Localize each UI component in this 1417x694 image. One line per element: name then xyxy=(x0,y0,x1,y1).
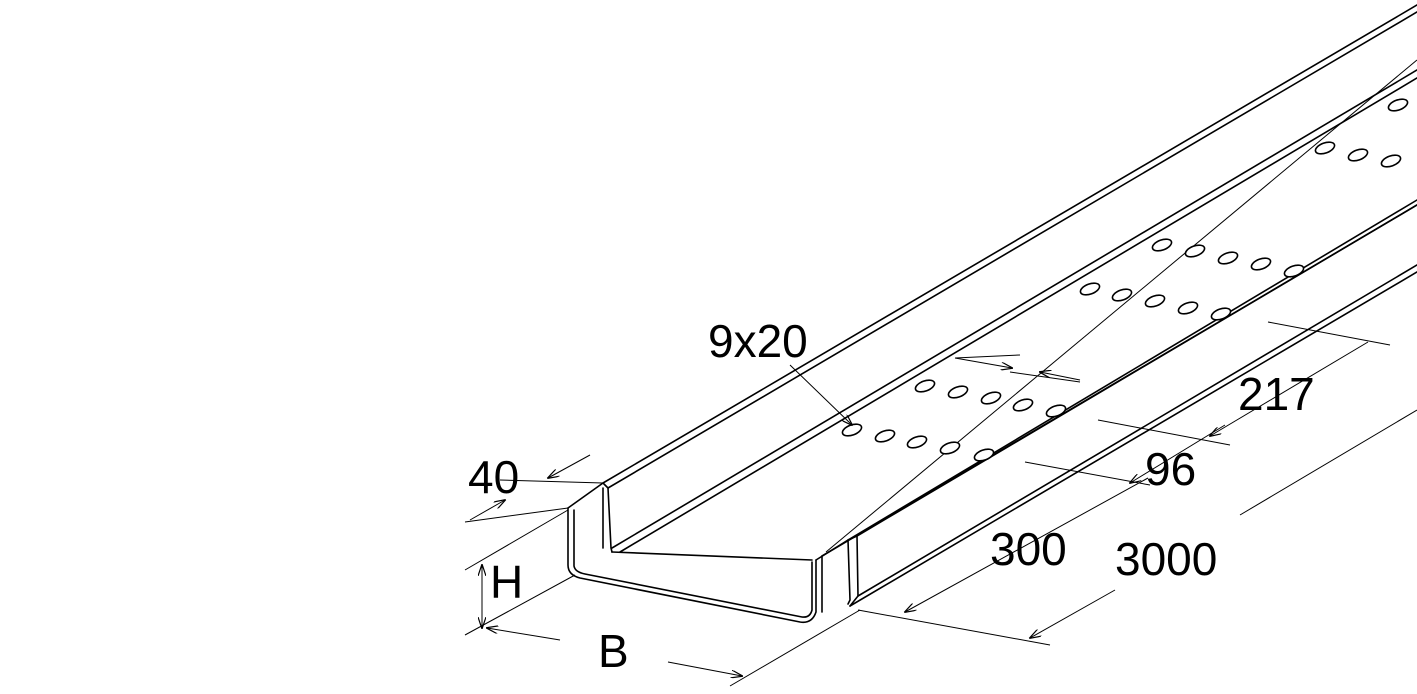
slot-row-group-2 xyxy=(1079,238,1305,321)
right-wall-top-2 xyxy=(847,199,1417,541)
slot xyxy=(1380,154,1402,168)
slot xyxy=(874,429,896,443)
left-wall-top-edge xyxy=(602,4,1417,484)
dim-b-arrow-1 xyxy=(487,628,561,641)
slot xyxy=(947,385,969,399)
slot xyxy=(1250,257,1272,271)
dim-217-ext-2 xyxy=(1097,419,1231,446)
slot-leader xyxy=(789,364,852,425)
slot-dim-arrow-2 xyxy=(1040,372,1081,381)
slot xyxy=(939,441,961,455)
label-300: 300 xyxy=(990,523,1067,575)
slot xyxy=(973,448,995,462)
left-wall-top-edge-inner xyxy=(607,11,1417,489)
slot xyxy=(1184,244,1206,258)
dimension-lines xyxy=(464,321,1417,687)
slot xyxy=(1347,148,1369,162)
slot xyxy=(906,435,928,449)
slot xyxy=(980,391,1002,405)
dim-300-line xyxy=(905,477,1149,612)
slot xyxy=(1012,398,1034,412)
dim-3000-ext-2 xyxy=(1239,409,1417,516)
dim-96-line xyxy=(1130,424,1226,483)
left-wall-inner-fold-2 xyxy=(619,77,1417,553)
label-217: 217 xyxy=(1238,368,1315,420)
left-wall-front-inner xyxy=(573,509,813,618)
dim-40-arrow-2 xyxy=(469,500,505,521)
slot xyxy=(1079,282,1101,296)
right-wall-bottom-2 xyxy=(849,271,1417,607)
left-wall-front xyxy=(567,507,817,624)
label-height: H xyxy=(490,556,523,608)
slot xyxy=(1151,238,1173,252)
tray-body xyxy=(567,4,1417,624)
dim-3000-ext-1 xyxy=(857,609,1051,646)
dim-b-ext xyxy=(729,609,861,687)
label-96: 96 xyxy=(1145,443,1196,495)
label-flange: 40 xyxy=(468,451,519,503)
slot xyxy=(1210,307,1232,321)
slot xyxy=(1217,251,1239,265)
dim-217-line xyxy=(1210,341,1369,436)
slot-dim-arrow xyxy=(954,357,1012,368)
dim-3000-line xyxy=(1030,589,1116,638)
slot-row-group-3 xyxy=(1314,98,1409,168)
slot xyxy=(1387,98,1409,112)
label-slot-size: 9x20 xyxy=(708,315,808,367)
dim-40-arrow-1 xyxy=(548,454,591,478)
dim-h-ext-1 xyxy=(464,509,569,571)
label-3000: 3000 xyxy=(1115,533,1217,585)
slot xyxy=(1045,404,1067,418)
left-wall-inner-fold xyxy=(611,69,1417,549)
slot-extension-1 xyxy=(954,354,1021,359)
slot xyxy=(1283,264,1305,278)
dim-40-ext-1 xyxy=(464,507,569,523)
slot-row-group-1 xyxy=(841,379,1067,462)
slot xyxy=(1314,141,1336,155)
slot xyxy=(1177,301,1199,315)
right-wall-bottom xyxy=(857,264,1417,597)
dim-217-ext-1 xyxy=(1267,321,1391,346)
left-flange-end xyxy=(567,482,613,553)
floor-right-fold xyxy=(821,204,1417,557)
label-width: B xyxy=(598,625,629,677)
dim-b-arrow-2 xyxy=(667,661,742,676)
floor-back-edge xyxy=(611,551,813,561)
slot xyxy=(914,379,936,393)
slot xyxy=(1144,294,1166,308)
slot xyxy=(1111,288,1133,302)
dim-40-ext-2 xyxy=(499,479,604,484)
floor-right-fold-2 xyxy=(825,59,1417,553)
